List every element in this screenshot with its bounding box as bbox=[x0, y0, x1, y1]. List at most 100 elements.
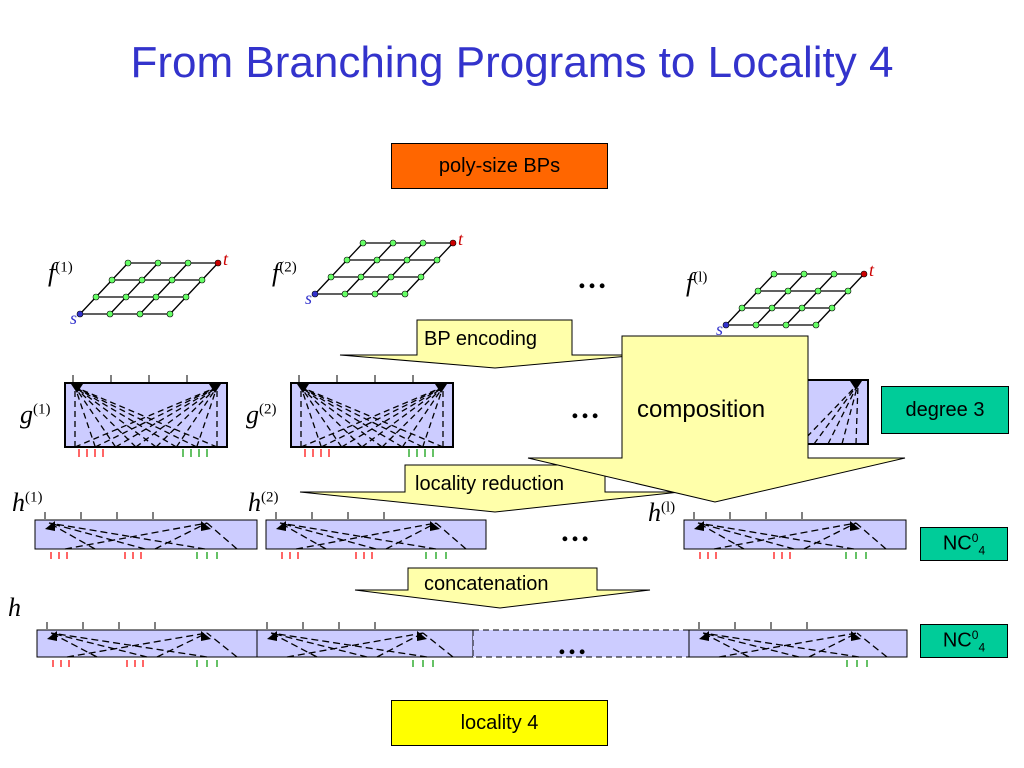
source-label: s bbox=[70, 308, 77, 328]
bp-grid-fl: st bbox=[716, 260, 875, 339]
gl-connections bbox=[799, 381, 862, 445]
h-seglast-connections bbox=[698, 622, 888, 667]
bp-node bbox=[108, 276, 116, 284]
degree-3-box: degree 3 bbox=[881, 386, 1009, 434]
bp-node bbox=[770, 270, 778, 278]
nc04-box-1: NC04 bbox=[920, 527, 1008, 561]
bp-encoding-arrow bbox=[339, 319, 641, 369]
bp-node bbox=[154, 259, 162, 267]
g2-connections bbox=[297, 375, 447, 457]
g-bar-connections bbox=[71, 375, 862, 457]
bp-node bbox=[828, 304, 836, 312]
g1-label: g(1) bbox=[20, 400, 51, 429]
ellipsis-f: … bbox=[577, 262, 607, 295]
concatenation-label: concatenation bbox=[424, 573, 549, 595]
g2-label: g(2) bbox=[246, 400, 277, 429]
bp-node bbox=[449, 239, 457, 247]
bp-node bbox=[198, 276, 206, 284]
h-label: h bbox=[8, 593, 21, 622]
bp-node bbox=[798, 304, 806, 312]
bp-encoding-label: BP encoding bbox=[424, 328, 538, 350]
bp-grid-f2: st bbox=[305, 229, 464, 308]
concatenation-arrow bbox=[354, 567, 651, 609]
ellipsis-hbar: … bbox=[557, 628, 587, 661]
bp-node bbox=[311, 290, 319, 298]
bp-node bbox=[844, 287, 852, 295]
ellipsis-g: … bbox=[570, 392, 600, 425]
bp-node bbox=[92, 293, 100, 301]
hl-connections bbox=[693, 512, 887, 559]
bp-node bbox=[800, 270, 808, 278]
bp-node bbox=[341, 290, 349, 298]
bp-node bbox=[722, 321, 730, 329]
bp-node bbox=[182, 293, 190, 301]
h-bar-seg-mid bbox=[472, 629, 690, 658]
bp-node bbox=[76, 310, 84, 318]
bp-node bbox=[138, 276, 146, 284]
bp-node bbox=[782, 321, 790, 329]
composition-label: composition bbox=[637, 396, 766, 423]
bp-node bbox=[357, 273, 365, 281]
fl-label: f(l) bbox=[686, 268, 708, 297]
bp-node bbox=[814, 287, 822, 295]
bp-node bbox=[830, 270, 838, 278]
g1-bar bbox=[64, 382, 228, 448]
sink-label: t bbox=[869, 260, 875, 280]
bp-node bbox=[752, 321, 760, 329]
f1-label: f(1) bbox=[48, 258, 73, 287]
bp-node bbox=[343, 256, 351, 264]
bp-node bbox=[327, 273, 335, 281]
bp-node bbox=[419, 239, 427, 247]
bp-node bbox=[122, 293, 130, 301]
nc04-box-2: NC04 bbox=[920, 624, 1008, 658]
sink-label: t bbox=[458, 229, 464, 249]
bp-node bbox=[152, 293, 160, 301]
h1-connections bbox=[44, 512, 238, 559]
h-seg1-connections bbox=[46, 622, 238, 667]
bp-node bbox=[136, 310, 144, 318]
bp-node bbox=[359, 239, 367, 247]
ellipsis-h: … bbox=[560, 515, 590, 548]
bp-node bbox=[371, 290, 379, 298]
g2-bar bbox=[290, 382, 454, 448]
sink-label: t bbox=[223, 249, 229, 269]
bp-node bbox=[106, 310, 114, 318]
hl-label: h(l) bbox=[648, 498, 676, 527]
bp-node bbox=[812, 321, 820, 329]
bp-node bbox=[389, 239, 397, 247]
nc04-label-1: NC04 bbox=[942, 530, 986, 558]
bp-node bbox=[768, 304, 776, 312]
bp-node bbox=[373, 256, 381, 264]
h2-label: h(2) bbox=[248, 488, 279, 517]
bp-node bbox=[168, 276, 176, 284]
nc04-label-2: NC04 bbox=[942, 627, 986, 655]
h-seg2-connections bbox=[266, 622, 454, 667]
bp-node bbox=[417, 273, 425, 281]
composition-arrow bbox=[527, 335, 906, 503]
source-label: s bbox=[716, 319, 723, 339]
slide-title: From Branching Programs to Locality 4 bbox=[130, 38, 894, 87]
bp-node bbox=[387, 273, 395, 281]
poly-size-bps-box: poly-size BPs bbox=[391, 143, 608, 189]
bp-node bbox=[214, 259, 222, 267]
h-bar-connections bbox=[44, 512, 888, 667]
locality-4-box: locality 4 bbox=[391, 700, 608, 746]
bp-node bbox=[166, 310, 174, 318]
poly-size-bps-label: poly-size BPs bbox=[438, 154, 561, 177]
bp-node bbox=[433, 256, 441, 264]
h1-label: h(1) bbox=[12, 488, 43, 517]
g1-connections bbox=[71, 375, 221, 457]
locality-reduction-label: locality reduction bbox=[415, 473, 564, 495]
bp-node bbox=[184, 259, 192, 267]
bp-node bbox=[738, 304, 746, 312]
locality-4-label: locality 4 bbox=[460, 711, 539, 734]
bp-grid-f1: st bbox=[70, 249, 229, 328]
bp-node bbox=[860, 270, 868, 278]
bp-node bbox=[401, 290, 409, 298]
bp-node bbox=[124, 259, 132, 267]
bp-node bbox=[754, 287, 762, 295]
f2-label: f(2) bbox=[272, 258, 297, 287]
